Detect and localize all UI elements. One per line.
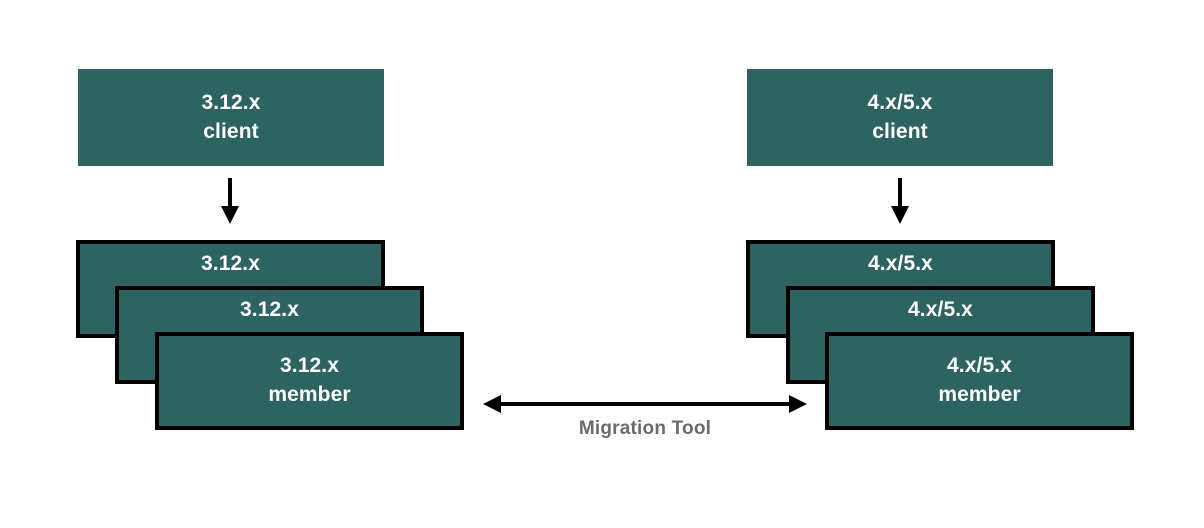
left-member-3-role: member — [268, 383, 351, 406]
right-down-arrow-icon — [891, 178, 909, 224]
right-client-box[interactable]: 4.x/5.x client — [747, 69, 1053, 166]
left-member-1-version: 3.12.x — [201, 252, 260, 275]
right-member-box-3[interactable]: 4.x/5.x member — [825, 332, 1134, 430]
left-client-version: 3.12.x — [201, 90, 261, 114]
left-client-box[interactable]: 3.12.x client — [78, 69, 384, 166]
left-member-box-3[interactable]: 3.12.x member — [155, 332, 464, 430]
migration-tool-double-headed-arrow-icon — [483, 395, 807, 413]
left-down-arrow-icon — [221, 178, 239, 224]
right-client-version: 4.x/5.x — [867, 90, 933, 114]
right-member-2-version: 4.x/5.x — [908, 298, 973, 321]
right-member-3-version: 4.x/5.x — [947, 354, 1012, 378]
left-member-3-version: 3.12.x — [280, 354, 339, 378]
migration-tool-label: Migration Tool — [578, 418, 712, 439]
left-member-2-version: 3.12.x — [240, 298, 299, 321]
right-client-role: client — [872, 119, 928, 143]
right-member-3-role: member — [938, 383, 1021, 406]
left-client-role: client — [203, 119, 259, 143]
right-member-1-version: 4.x/5.x — [868, 252, 933, 275]
